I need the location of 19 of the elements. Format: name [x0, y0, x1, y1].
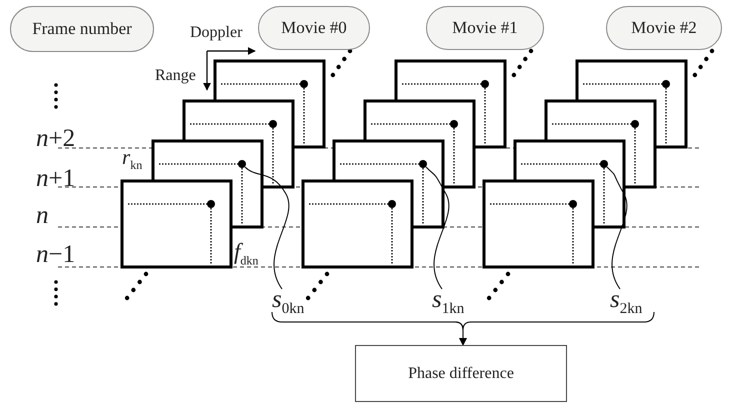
frame-index-label: n−1 — [36, 242, 76, 267]
variable-label: f$_{dkn}$ — [234, 240, 258, 267]
variable-label: r$_{kn}$ — [122, 147, 142, 172]
rounded-label-box: Movie #0 — [258, 6, 370, 50]
axis-label: Range — [155, 68, 196, 84]
rounded-label-box: Movie #2 — [606, 6, 722, 50]
frame-index-label: n+2 — [36, 126, 76, 151]
leader-line — [426, 166, 450, 290]
signal-label: s$_{2kn}$ — [610, 287, 654, 319]
frame-index-label: n+1 — [36, 166, 76, 191]
rounded-label-box: Movie #1 — [426, 6, 544, 50]
frame-index-label: n — [36, 203, 48, 228]
rounded-label-box: Frame number — [10, 6, 154, 52]
axis-label: Doppler — [190, 25, 242, 41]
signal-label: s$_{1kn}$ — [432, 287, 476, 319]
signal-label: s$_{0kn}$ — [272, 287, 316, 319]
process-box: Phase difference — [355, 345, 567, 402]
leader-line — [606, 166, 628, 290]
leader-line — [244, 166, 290, 290]
